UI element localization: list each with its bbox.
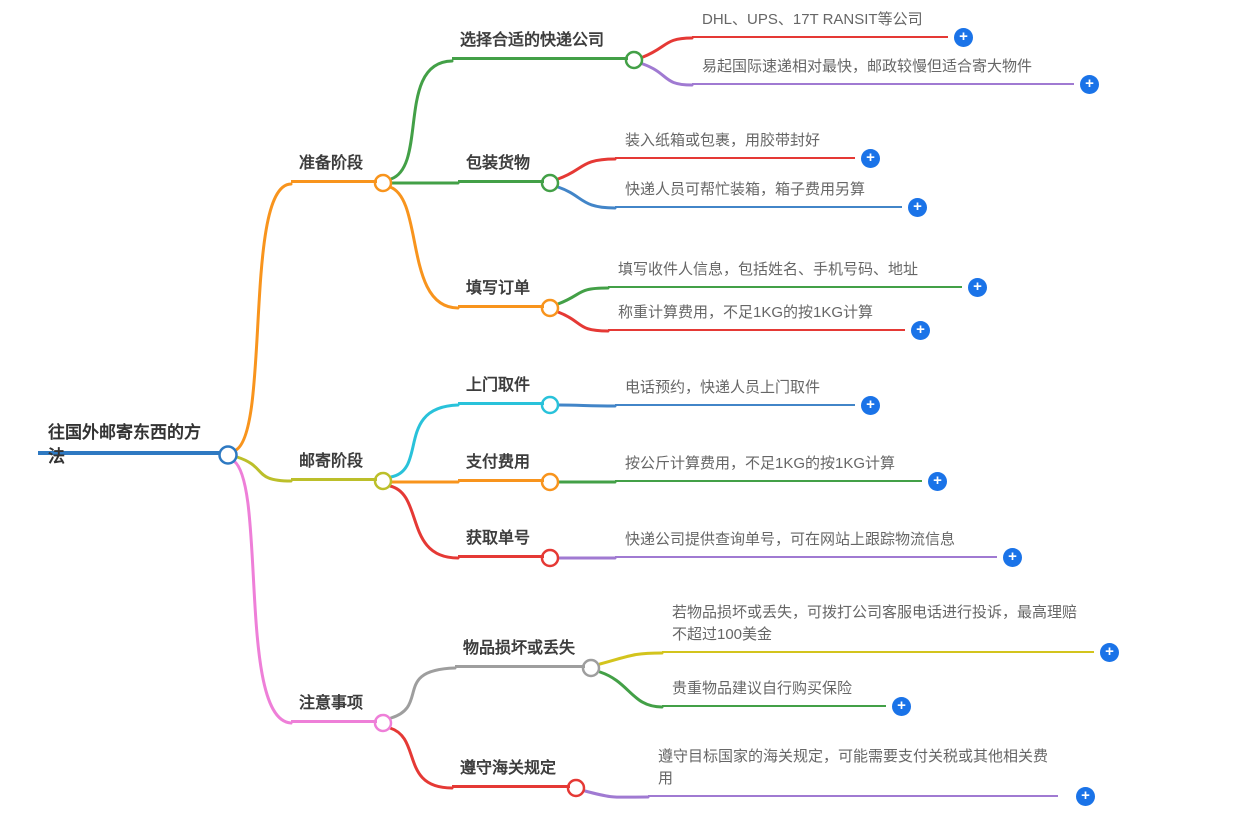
node-anchor-damage-loss[interactable]	[581, 658, 601, 678]
edge-buy-insurance	[598, 670, 664, 709]
add-node-button[interactable]: +	[1080, 75, 1099, 94]
leaf-packing-help[interactable]: 快递人员可帮忙装箱，箱子费用另算	[615, 179, 902, 208]
add-node-button[interactable]: +	[928, 472, 947, 491]
leaf-customs-duty[interactable]: 遵守目标国家的海关规定，可能需要支付关税或其他相关费用	[648, 746, 1058, 797]
node-fill-order[interactable]: 填写订单	[458, 278, 544, 308]
add-node-button[interactable]: +	[861, 149, 880, 168]
node-mail-stage[interactable]: 邮寄阶段	[291, 451, 377, 481]
node-door-pickup[interactable]: 上门取件	[458, 375, 544, 405]
edge-root-notice	[232, 459, 293, 725]
node-anchor-prepare[interactable]	[373, 173, 393, 193]
edge-recipient-info	[556, 286, 610, 306]
leaf-speed-comparison[interactable]: 易起国际速递相对最快，邮政较慢但适合寄大物件	[692, 56, 1074, 85]
add-node-button[interactable]: +	[861, 396, 880, 415]
add-node-button[interactable]: +	[1003, 548, 1022, 567]
leaf-buy-insurance[interactable]: 贵重物品建议自行购买保险	[662, 678, 886, 707]
leaf-tracking-query[interactable]: 快递公司提供查询单号，可在网站上跟踪物流信息	[615, 529, 997, 558]
node-customs-rules[interactable]: 遵守海关规定	[452, 758, 570, 788]
edge-phone-appointment	[557, 403, 617, 408]
edge-weight-billing	[556, 310, 610, 333]
node-pay-fee[interactable]: 支付费用	[458, 452, 544, 482]
edge-mail-get-tracking	[388, 484, 460, 560]
leaf-recipient-info[interactable]: 填写收件人信息，包括姓名、手机号码、地址	[608, 259, 962, 288]
edge-notice-damage-loss	[389, 666, 457, 720]
add-node-button[interactable]: +	[908, 198, 927, 217]
leaf-box-packing[interactable]: 装入纸箱或包裹，用胶带封好	[615, 130, 855, 159]
node-anchor-get-tracking[interactable]	[540, 548, 560, 568]
leaf-damage-claim[interactable]: 若物品损坏或丢失，可拨打公司客服电话进行投诉，最高理赔不超过100美金	[662, 602, 1094, 653]
node-notice[interactable]: 注意事项	[291, 693, 377, 723]
add-node-button[interactable]: +	[1076, 787, 1095, 806]
node-anchor-pack-goods[interactable]	[540, 173, 560, 193]
root-node-label[interactable]: 往国外邮寄东西的方法	[38, 421, 220, 466]
add-node-button[interactable]: +	[911, 321, 930, 340]
edge-prepare-fill-order	[388, 185, 460, 310]
leaf-courier-companies[interactable]: DHL、UPS、17T RANSIT等公司	[692, 9, 948, 38]
node-anchor-customs[interactable]	[566, 778, 586, 798]
edge-root-prepare	[234, 182, 293, 452]
node-anchor-root[interactable]	[218, 445, 238, 465]
edge-mail-door-pickup	[389, 403, 460, 479]
edge-customs-duty	[583, 789, 650, 799]
edge-notice-customs	[388, 726, 454, 790]
edge-root-mail	[235, 455, 293, 483]
edge-speed-comparison	[641, 62, 694, 87]
leaf-weight-billing[interactable]: 称重计算费用，不足1KG的按1KG计算	[608, 302, 905, 331]
add-node-button[interactable]: +	[968, 278, 987, 297]
node-anchor-choose-courier[interactable]	[624, 50, 644, 70]
edge-prepare-choose-courier	[389, 59, 454, 181]
add-node-button[interactable]: +	[1100, 643, 1119, 662]
node-anchor-door-pickup[interactable]	[540, 395, 560, 415]
node-anchor-fill-order[interactable]	[540, 298, 560, 318]
node-anchor-mail[interactable]	[373, 471, 393, 491]
add-node-button[interactable]: +	[954, 28, 973, 47]
node-damage-loss[interactable]: 物品损坏或丢失	[455, 638, 585, 668]
add-node-button[interactable]: +	[892, 697, 911, 716]
node-anchor-notice[interactable]	[373, 713, 393, 733]
edge-packing-help	[556, 185, 617, 210]
edge-damage-claim	[598, 651, 664, 666]
node-get-tracking[interactable]: 获取单号	[458, 528, 544, 558]
edge-courier-companies	[641, 36, 694, 59]
leaf-phone-appointment[interactable]: 电话预约，快递人员上门取件	[615, 377, 855, 406]
edge-box-packing	[556, 157, 617, 181]
leaf-per-kg-billing[interactable]: 按公斤计算费用，不足1KG的按1KG计算	[615, 453, 922, 482]
node-pack-goods[interactable]: 包装货物	[458, 153, 544, 183]
node-choose-courier[interactable]: 选择合适的快递公司	[452, 30, 628, 60]
node-anchor-pay-fee[interactable]	[540, 472, 560, 492]
node-prepare-stage[interactable]: 准备阶段	[291, 153, 377, 183]
